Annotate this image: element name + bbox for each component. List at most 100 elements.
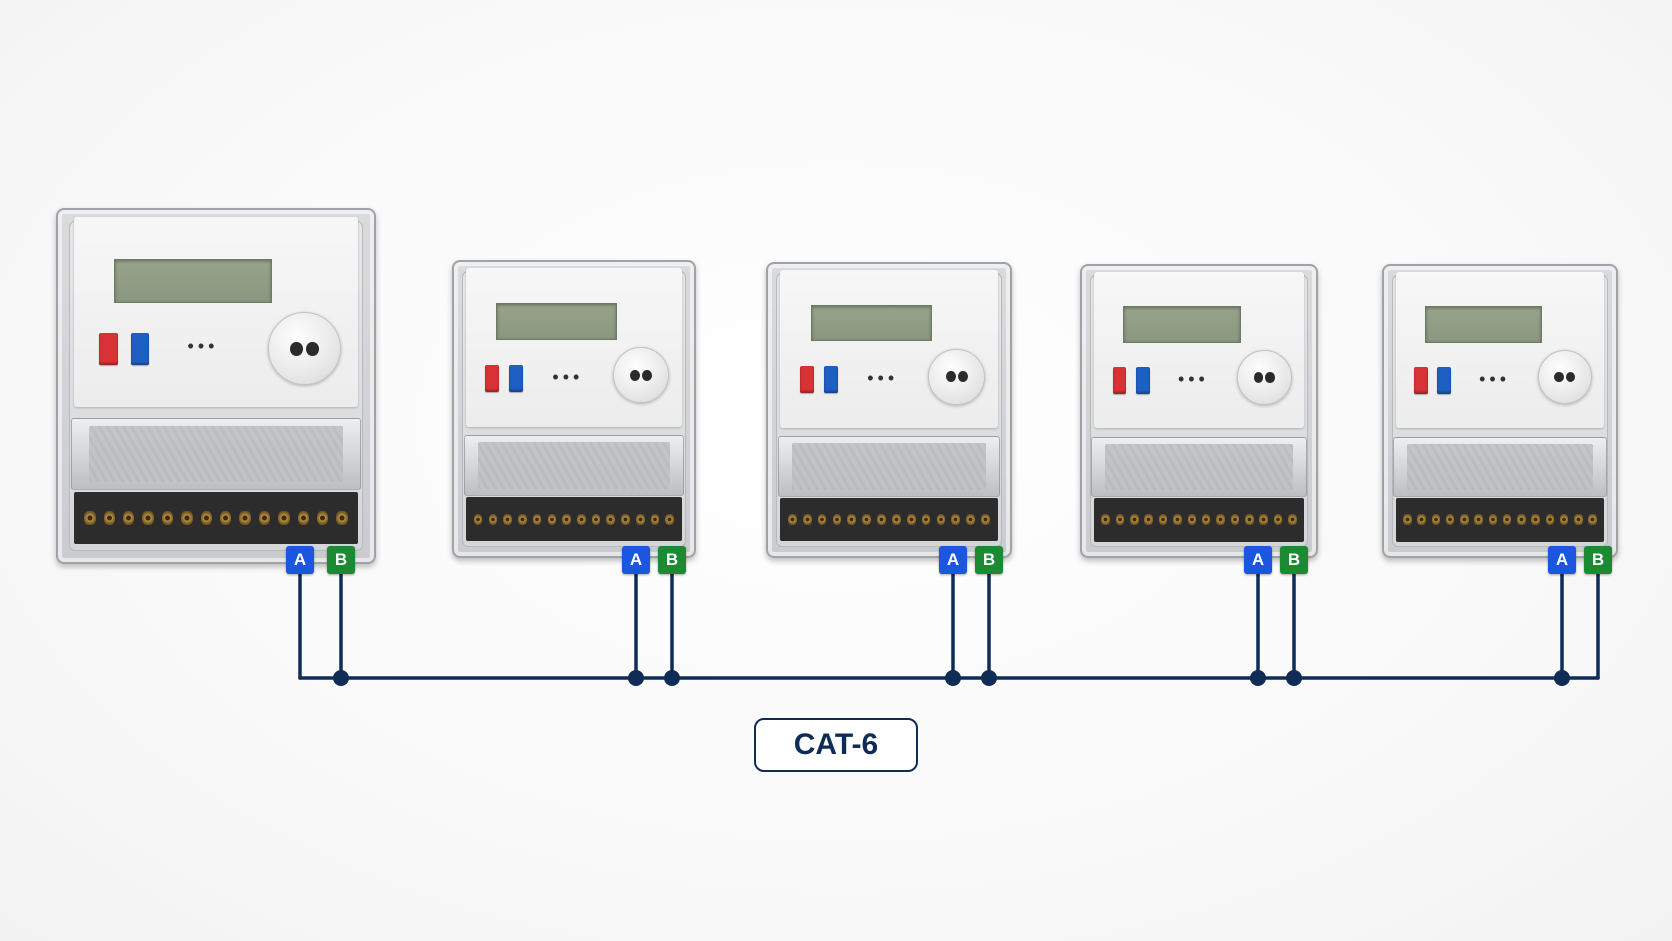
optical-port-icon <box>1537 350 1592 405</box>
terminal-screw <box>503 513 512 525</box>
terminal-block <box>1395 498 1605 542</box>
terminal-screw <box>1574 514 1583 526</box>
terminal-block <box>780 497 998 542</box>
terminal-cover <box>777 436 1001 497</box>
terminal-screw <box>1588 514 1597 526</box>
terminal-screw <box>1417 514 1426 526</box>
terminal-screw <box>1445 514 1455 526</box>
meter-2-port-a: A <box>622 546 650 574</box>
optical-port-icon <box>268 312 342 386</box>
terminal-screw <box>142 510 154 526</box>
lcd-display <box>1424 306 1542 343</box>
terminal-screw <box>336 510 348 526</box>
terminal-screw <box>787 513 797 526</box>
terminal-screw <box>278 510 290 526</box>
meter-faceplate: ••• <box>1093 271 1305 429</box>
terminal-screw <box>847 513 857 526</box>
junction-dot <box>945 670 961 686</box>
terminal-screw <box>1517 514 1526 526</box>
meter-4: ••• <box>1080 264 1318 558</box>
terminal-screw <box>200 510 212 526</box>
meter-faceplate: ••• <box>466 267 682 427</box>
terminal-screw <box>1187 514 1197 526</box>
cable-label: CAT-6 <box>754 718 918 772</box>
blue-button <box>1135 367 1150 394</box>
meter-faceplate: ••• <box>73 217 359 408</box>
indicator-dots: ••• <box>552 366 584 387</box>
terminal-screw <box>239 510 251 526</box>
terminal-screw <box>1502 514 1512 526</box>
meter-4-port-a: A <box>1244 546 1272 574</box>
terminal-screw <box>665 513 675 525</box>
red-button <box>485 364 500 392</box>
terminal-screw <box>161 510 174 526</box>
terminal-screw <box>297 510 309 526</box>
terminal-screw <box>936 513 946 526</box>
terminal-screw <box>951 513 961 526</box>
lcd-display <box>1123 306 1242 343</box>
junction-dot <box>1250 670 1266 686</box>
junction-dot <box>1286 670 1302 686</box>
terminal-screw <box>219 510 232 526</box>
terminal-screw <box>921 513 931 526</box>
terminal-screw <box>981 513 990 526</box>
indicator-dots: ••• <box>1177 369 1209 390</box>
terminal-screw <box>1474 514 1483 526</box>
terminal-screw <box>1216 514 1225 526</box>
terminal-screw <box>576 513 586 525</box>
meter-5: ••• <box>1382 264 1618 558</box>
terminal-screw <box>122 510 135 526</box>
terminal-screw <box>635 513 645 525</box>
meter-3-port-a: A <box>939 546 967 574</box>
terminal-screw <box>84 510 96 526</box>
blue-button <box>1437 367 1451 394</box>
blue-button <box>509 364 524 392</box>
terminal-screw <box>621 513 630 525</box>
terminal-screw <box>1230 514 1240 526</box>
terminal-cover <box>1393 437 1607 498</box>
terminal-screw <box>1158 514 1168 526</box>
optical-port-icon <box>928 348 985 406</box>
terminal-screw <box>802 513 812 526</box>
terminal-screw <box>1460 514 1469 526</box>
terminal-screw <box>1130 514 1139 526</box>
terminal-screw <box>606 513 616 525</box>
terminal-screw <box>103 510 115 526</box>
meter-faceplate: ••• <box>1395 271 1605 429</box>
lcd-display <box>113 258 273 303</box>
terminal-screw <box>1245 514 1254 526</box>
terminal-screw <box>562 513 571 525</box>
terminal-block <box>1093 498 1305 542</box>
meter-1-port-a: A <box>286 546 314 574</box>
meter-1-port-b: B <box>327 546 355 574</box>
terminal-screw <box>1101 514 1110 526</box>
terminal-cover <box>70 417 362 491</box>
junction-dot <box>1554 670 1570 686</box>
junction-dot <box>664 670 680 686</box>
terminal-screw <box>532 513 542 525</box>
indicator-dots: ••• <box>1479 369 1511 390</box>
blue-button <box>823 366 838 393</box>
meter-1: ••• <box>56 208 376 564</box>
lcd-display <box>496 302 618 340</box>
terminal-screw <box>473 513 483 525</box>
terminal-screw <box>518 513 527 525</box>
indicator-dots: ••• <box>867 368 899 389</box>
meter-faceplate: ••• <box>780 269 998 428</box>
junction-dot <box>628 670 644 686</box>
terminal-screw <box>862 513 872 526</box>
meter-5-port-a: A <box>1548 546 1576 574</box>
red-button <box>99 332 118 366</box>
optical-port-icon <box>613 347 670 404</box>
terminal-screw <box>316 510 329 526</box>
terminal-screw <box>1531 514 1540 526</box>
terminal-screw <box>181 510 193 526</box>
terminal-cover <box>463 435 685 497</box>
meter-2: ••• <box>452 260 696 558</box>
terminal-screw <box>1273 514 1283 526</box>
terminal-screw <box>258 510 271 526</box>
terminal-screw <box>488 513 498 525</box>
terminal-screw <box>966 513 976 526</box>
red-button <box>1414 367 1428 394</box>
